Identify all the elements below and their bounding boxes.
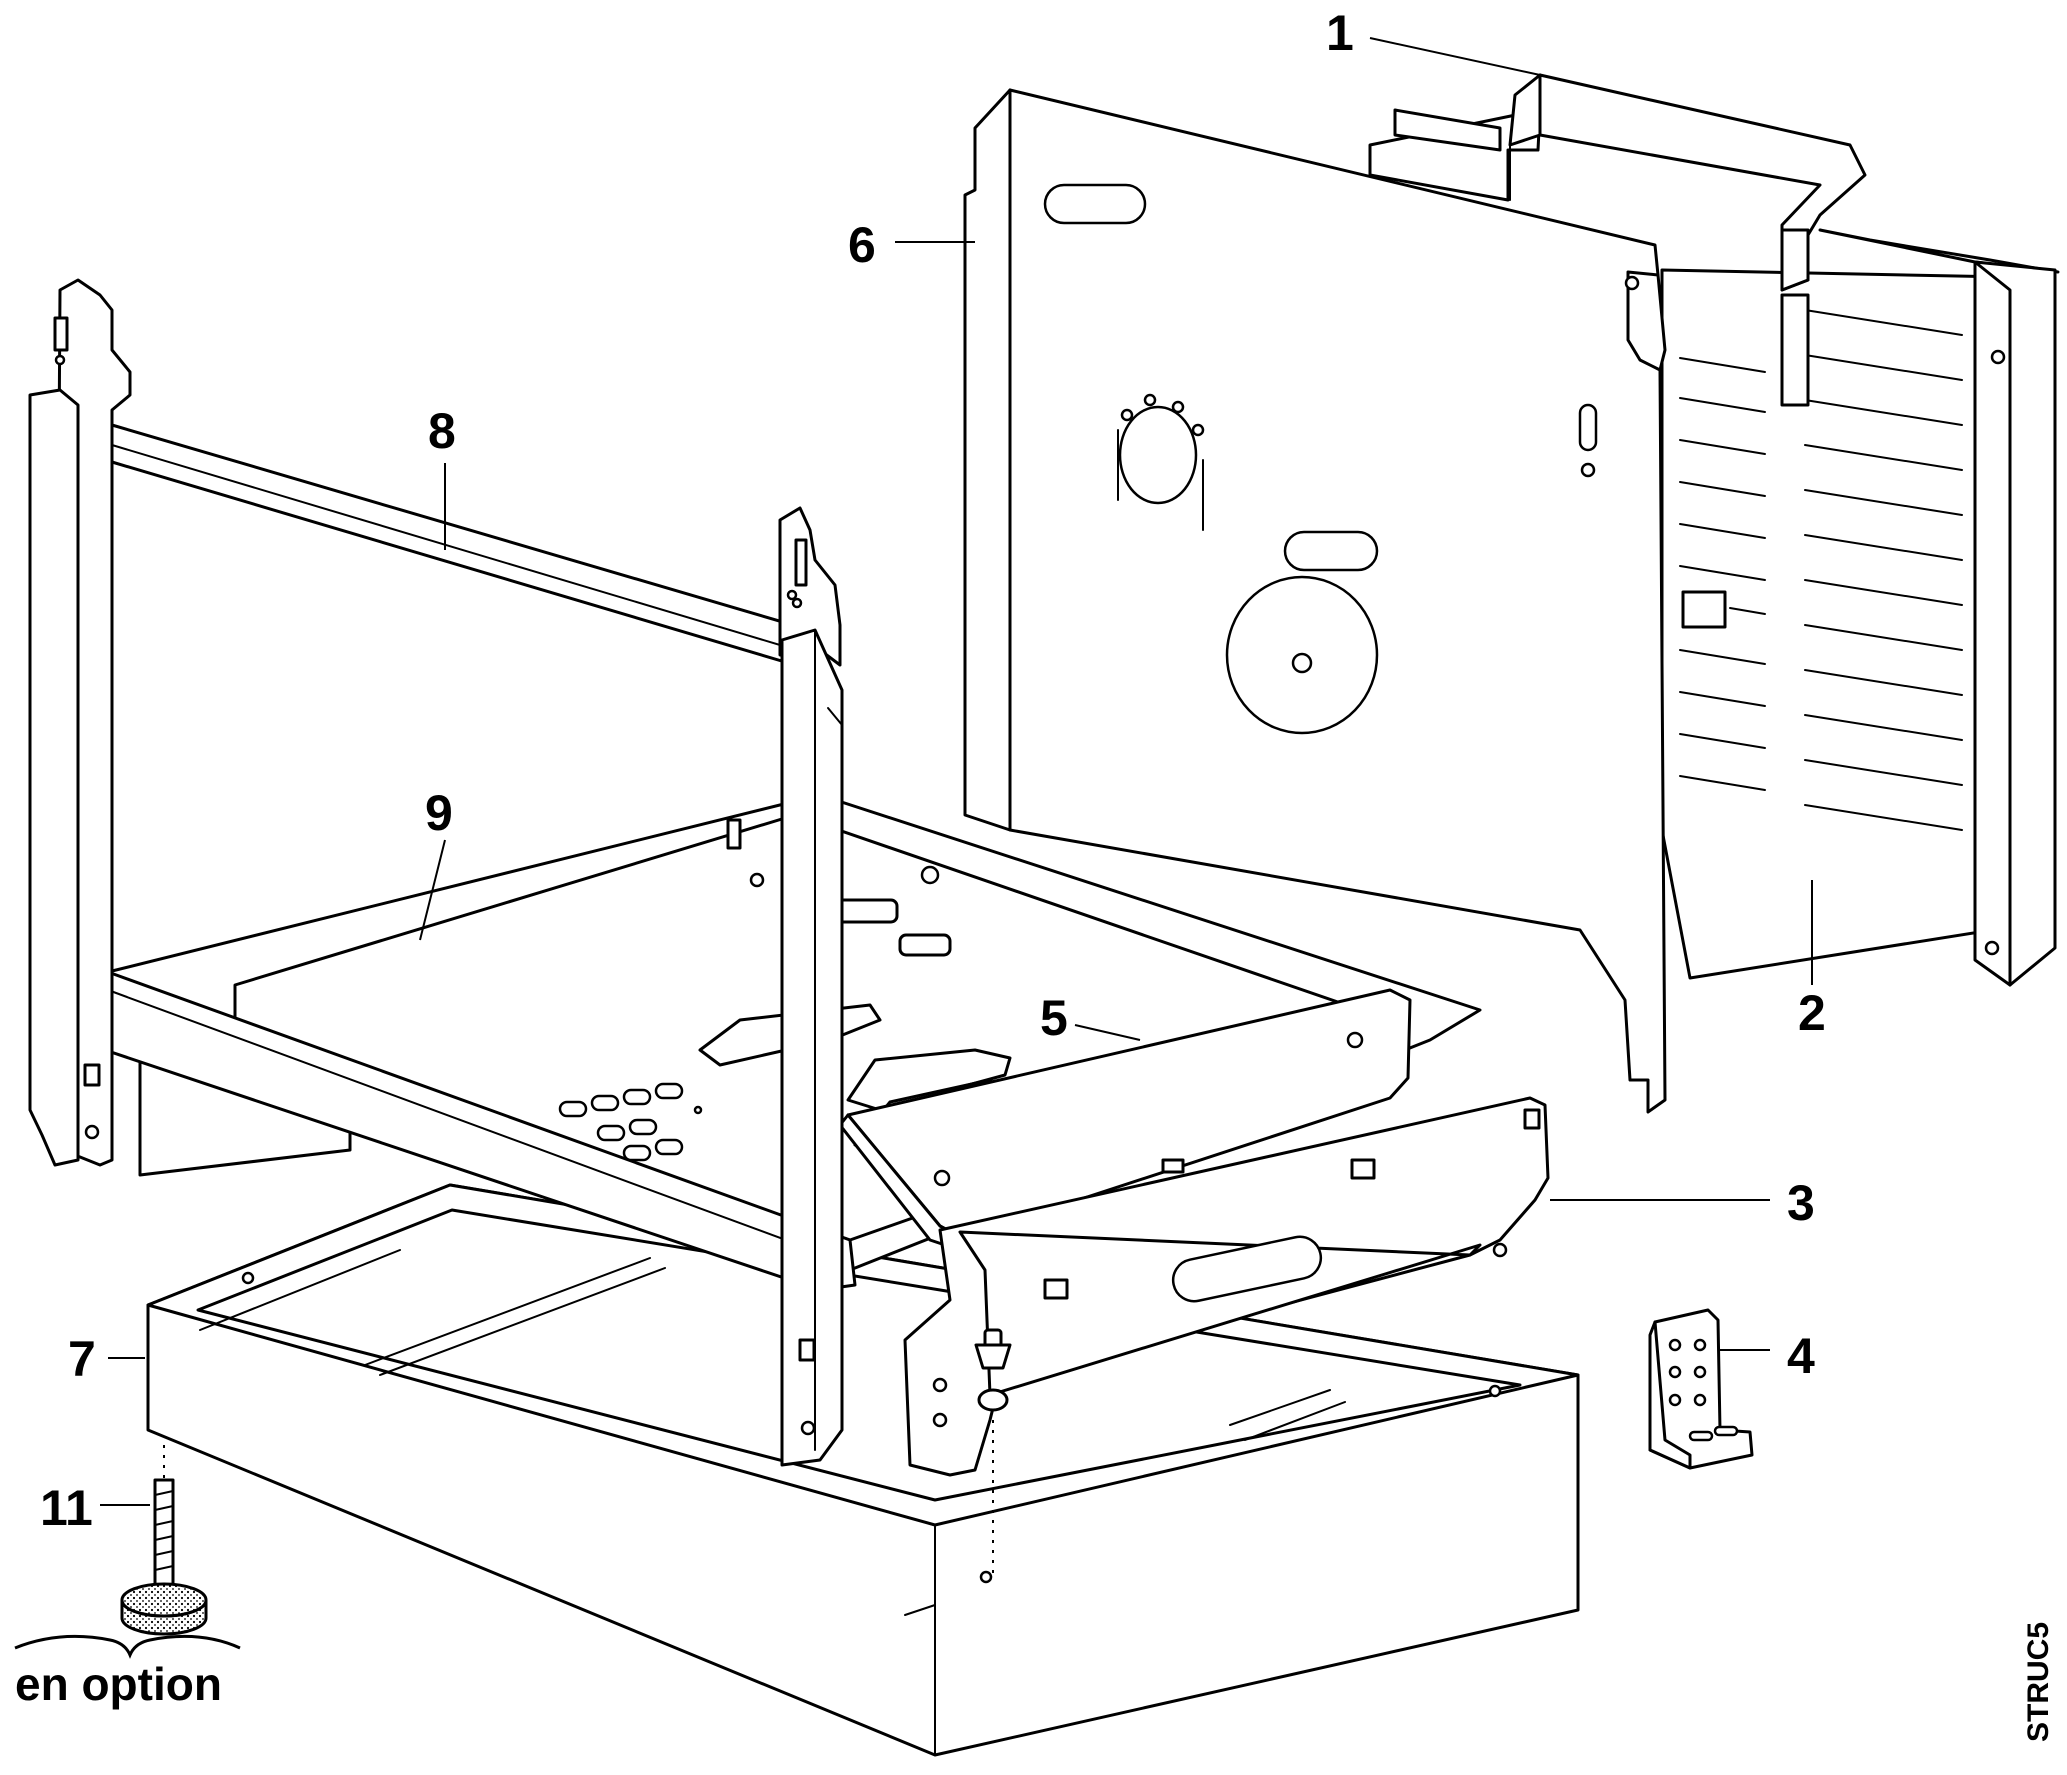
callout-5: 5 — [1040, 990, 1068, 1046]
callout-labels: 1 2 3 4 5 6 7 8 9 11 en option STRUC5 — [15, 5, 2055, 1742]
screw-and-washer — [974, 1328, 1012, 1580]
part-4-angle-bracket — [1648, 1308, 1754, 1470]
part-1-top-rail — [1368, 73, 1867, 407]
part-3-front-bracket — [903, 1096, 1550, 1477]
reference-code: STRUC5 — [2022, 1622, 2055, 1742]
part-8-front-frame — [28, 278, 857, 1467]
callout-11: 11 — [40, 1480, 93, 1536]
tray-vent-holes — [558, 1082, 703, 1162]
callout-2: 2 — [1798, 985, 1826, 1041]
part-6-side-panel — [963, 88, 1667, 1114]
rear-panel-ribs — [1679, 309, 1963, 831]
callout-7: 7 — [68, 1331, 96, 1387]
leader-lines — [100, 37, 1813, 1506]
option-note: en option — [15, 1658, 222, 1710]
part-2-rear-panel — [1660, 228, 2060, 987]
callout-6: 6 — [848, 217, 876, 273]
callout-9: 9 — [425, 785, 453, 841]
callout-3: 3 — [1787, 1175, 1815, 1231]
callout-1: 1 — [1326, 5, 1354, 61]
part-7-base-frame — [146, 1183, 1580, 1757]
callout-8: 8 — [428, 403, 456, 459]
callout-4: 4 — [1787, 1328, 1815, 1384]
part-11-levelling-foot — [14, 1445, 241, 1659]
